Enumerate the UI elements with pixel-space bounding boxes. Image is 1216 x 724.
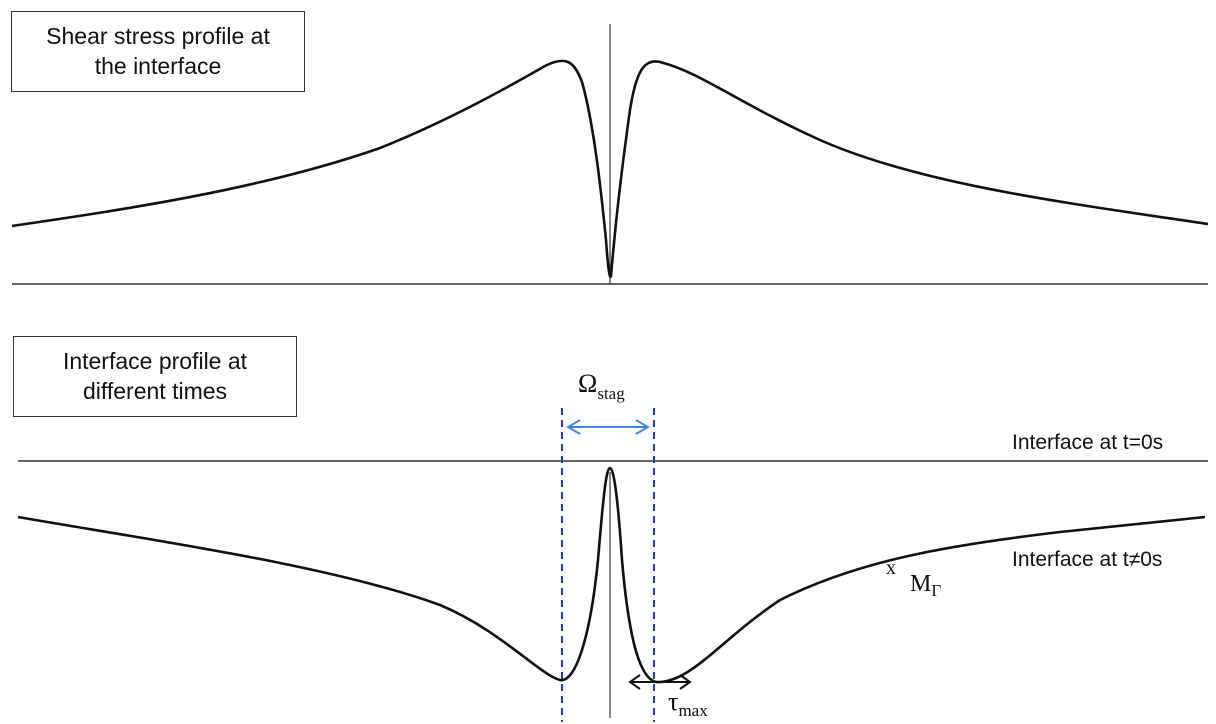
interface-profile-title-line2: different times	[82, 378, 228, 404]
point-m-gamma-label: MΓ	[910, 571, 941, 600]
interface-t0-label: Interface at t=0s	[1012, 431, 1163, 454]
omega-stag-label: Ωstag	[578, 369, 625, 403]
shear-stress-panel	[11, 24, 1209, 285]
shear-stress-title-line1: Shear stress profile at	[46, 23, 270, 49]
interface-profile-title-line1: Interface profile at	[62, 348, 248, 374]
tau-max-label: τmax	[668, 687, 708, 720]
tau-max-arrow	[628, 674, 692, 690]
shear-stress-title-box: Shear stress profile at the interface	[11, 11, 305, 92]
interface-profile-title-box: Interface profile at different times	[13, 336, 297, 417]
interface-profile-curve	[17, 466, 1206, 684]
shear-stress-curve	[11, 59, 1209, 279]
point-marker: x	[886, 557, 896, 579]
omega-stag-arrow	[566, 419, 650, 435]
interface-profile-panel: Ωstag τmax x MΓ Interface at t=0s Interf…	[17, 369, 1208, 722]
shear-stress-title-line2: the interface	[94, 53, 222, 79]
interface-t-label: Interface at t≠0s	[1012, 548, 1162, 571]
